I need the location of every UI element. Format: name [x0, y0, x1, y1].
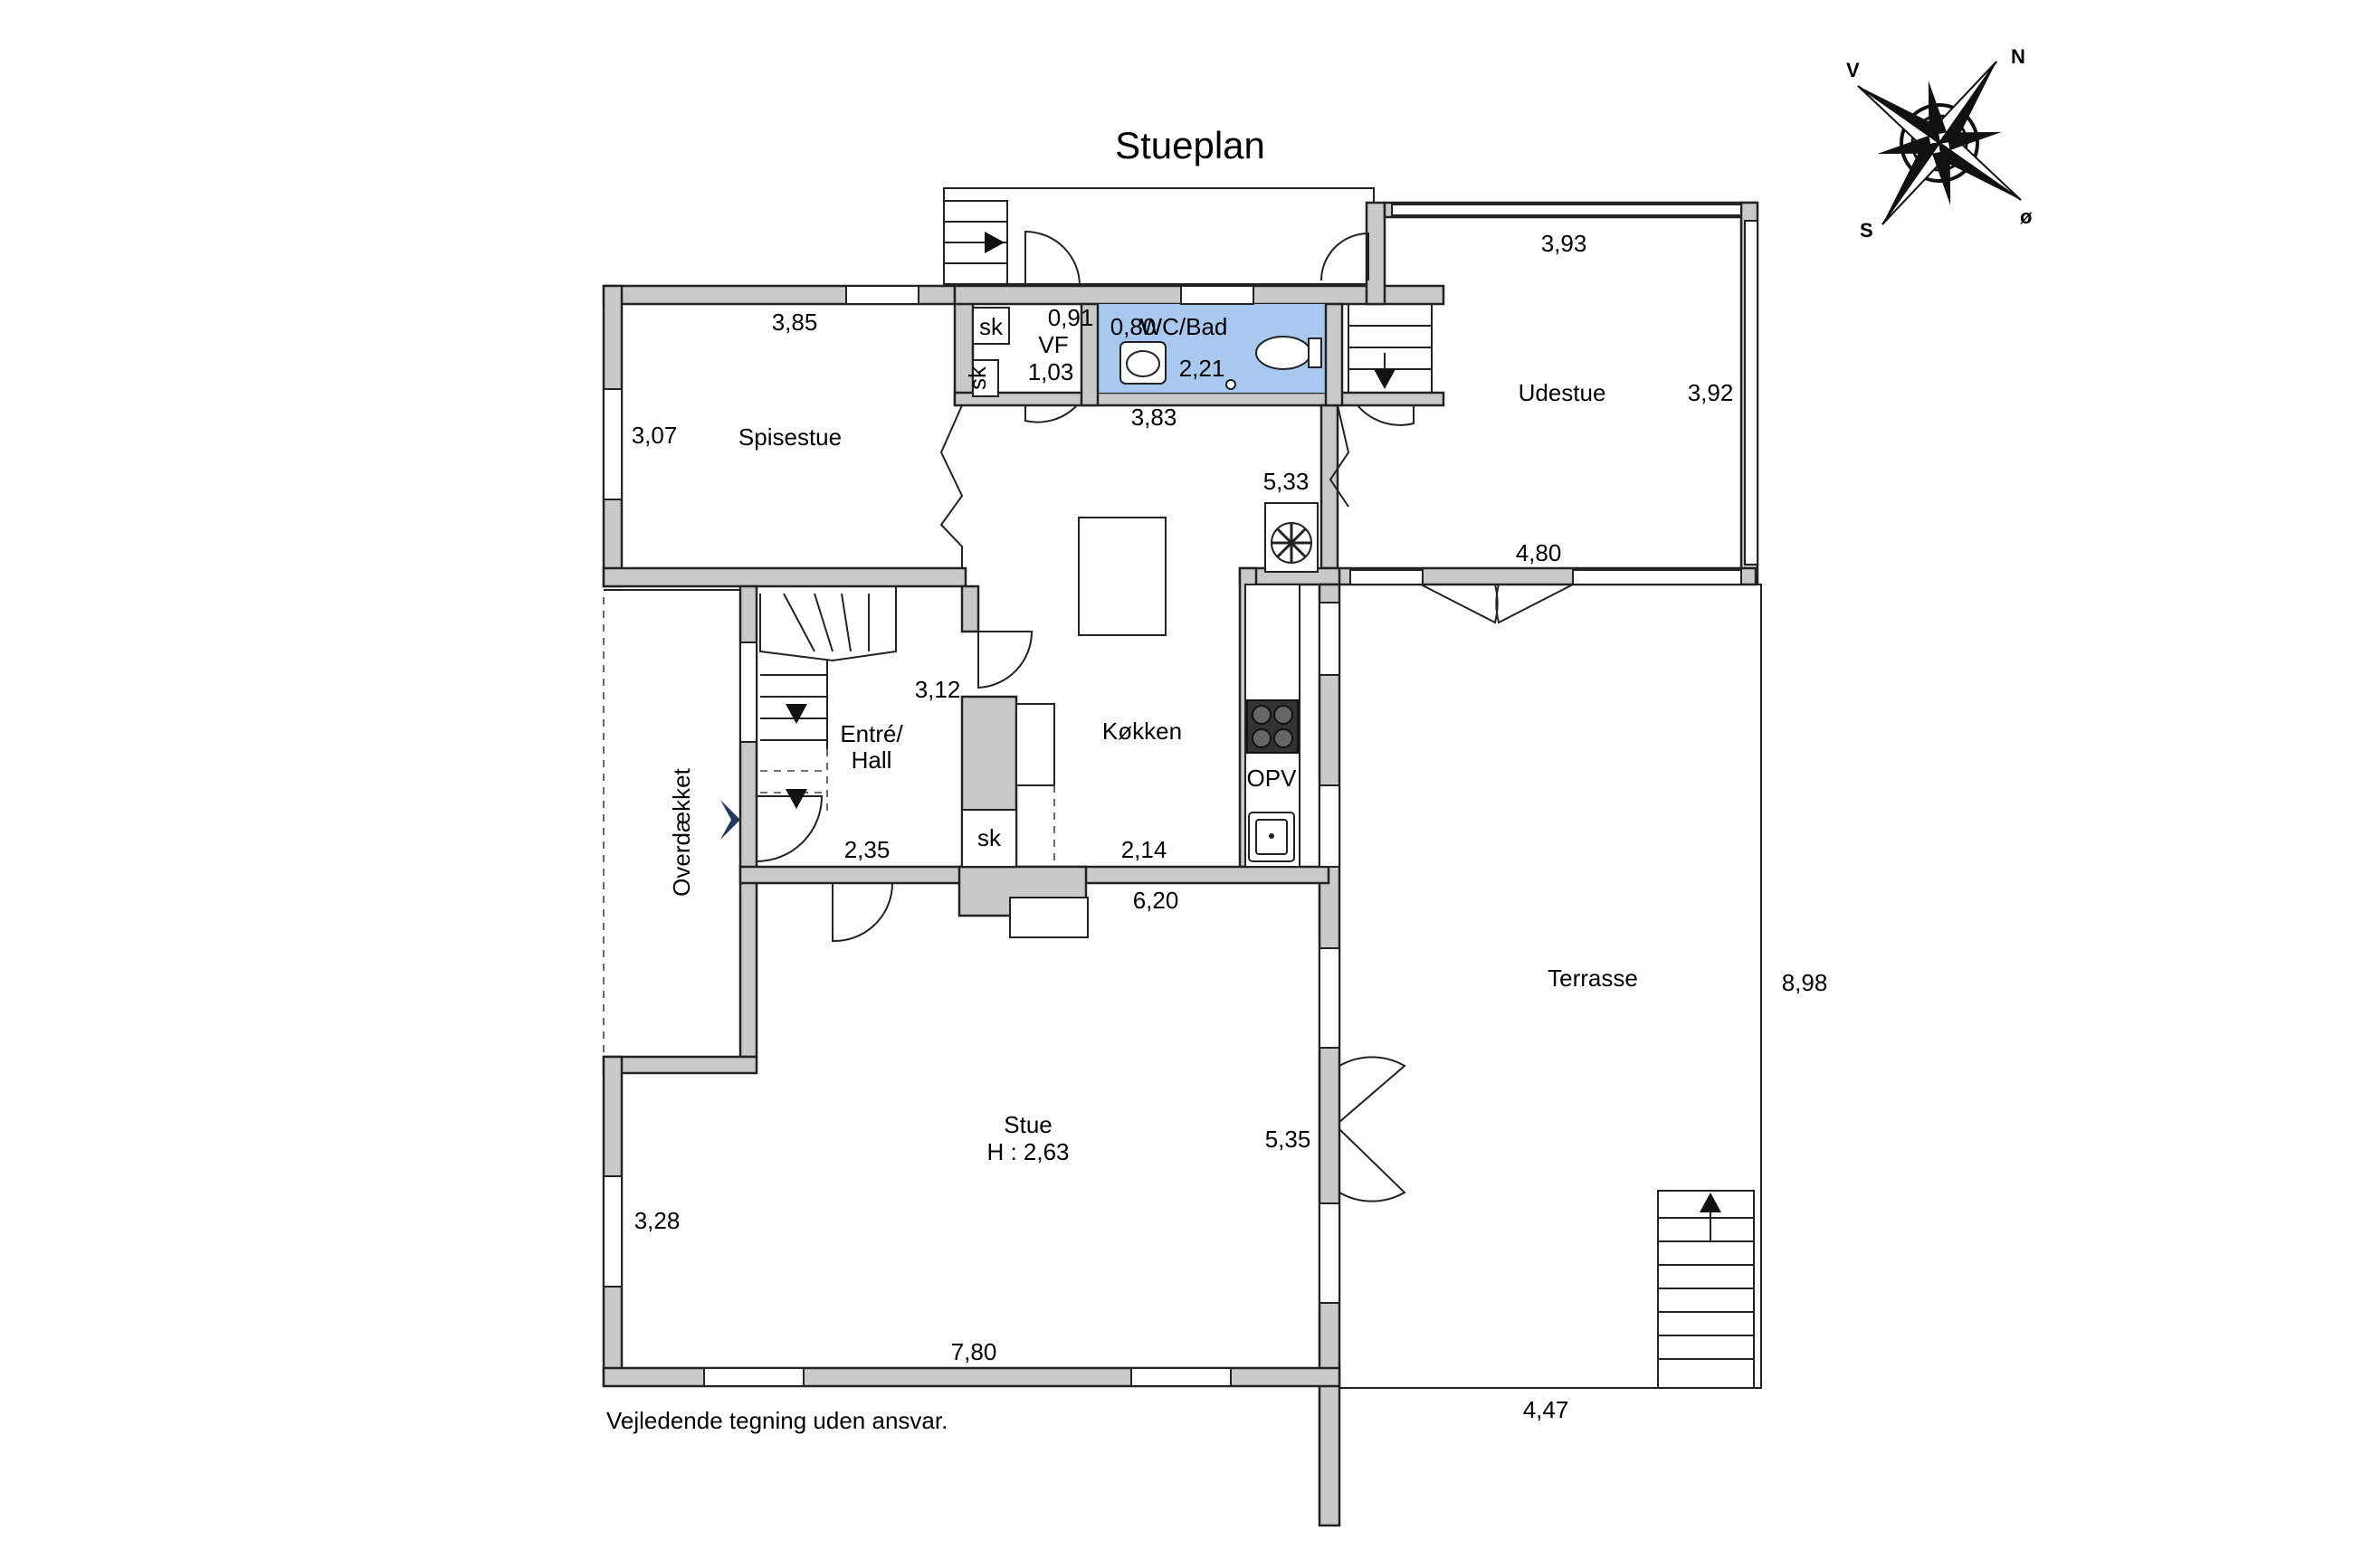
- dim-vf-width: 0,91: [1048, 304, 1094, 331]
- dim-stue-depth: 5,35: [1265, 1126, 1311, 1153]
- dim-spisestue-depth: 3,07: [632, 422, 678, 449]
- wc-wall-east: [1324, 302, 1344, 407]
- room-label-terrasse: Terrasse: [1548, 965, 1638, 992]
- dim-spisestue-width: 3,85: [772, 309, 818, 336]
- compass-rose-icon: [1857, 61, 2022, 225]
- cabinet-sk-1-label: sk: [979, 313, 1004, 340]
- dim-wc-width: 2,21: [1179, 355, 1225, 382]
- room-label-overdaekket: Overdækket: [668, 767, 695, 896]
- cabinet-sk-2: [972, 359, 999, 397]
- dim-udestue-bottom: 4,80: [1516, 539, 1562, 566]
- doors: [756, 230, 1574, 1202]
- room-label-udestue: Udestue: [1519, 379, 1606, 406]
- cabinet-sk-2-label: sk: [964, 366, 991, 390]
- dim-stue-width: 7,80: [951, 1338, 997, 1365]
- room-label-kokken: Køkken: [1102, 717, 1182, 745]
- dim-stue-west: 3,28: [634, 1207, 681, 1234]
- top-annex-outline: [943, 187, 1375, 285]
- cabinet-sk-3-label: sk: [977, 824, 1002, 851]
- floor-drain-icon: [1225, 379, 1236, 390]
- room-label-spisestue: Spisestue: [738, 423, 842, 451]
- fireplace-icon: [1009, 897, 1089, 938]
- washbasin-icon: [1119, 341, 1167, 385]
- room-label-wc-bad: WC/Bad: [1140, 313, 1228, 340]
- compass-west-label: V: [1846, 59, 1860, 81]
- toilet-icon: [1255, 336, 1322, 370]
- dim-kokken-width: 2,14: [1121, 836, 1167, 863]
- fridge-column: [1015, 703, 1055, 867]
- wc-wall-west: [1080, 302, 1100, 407]
- entrance-arrow-icon: [720, 800, 740, 840]
- compass-east-label: ø: [2020, 205, 2033, 228]
- covered-area: [603, 589, 740, 1058]
- dim-wc-depth: 0,80: [1110, 313, 1157, 340]
- room-label-entre-line2: Hall: [852, 746, 892, 774]
- dim-terrasse-depth: 8,98: [1782, 969, 1828, 996]
- terrace-stair: [1657, 1190, 1755, 1389]
- room-label-stue-line2: H : 2,63: [986, 1138, 1069, 1165]
- dim-stue-north: 6,20: [1133, 887, 1179, 914]
- dim-vf-depth: 1,03: [1028, 358, 1074, 385]
- kitchen-sink-icon: [1248, 812, 1295, 862]
- dim-kokken-hall-width: 3,83: [1131, 404, 1177, 431]
- room-label-entre-line1: Entré/: [840, 720, 903, 747]
- entre-stair: [759, 586, 897, 814]
- cabinet-sk-1: [972, 307, 1010, 345]
- cabinet-sk-3: [961, 809, 1017, 868]
- compass-north-label: N: [2011, 45, 2025, 68]
- dim-entre-width: 2,35: [844, 836, 891, 863]
- dim-entre-depth: 3,12: [915, 676, 961, 703]
- dim-terrasse-width: 4,47: [1523, 1396, 1569, 1423]
- hob-icon: [1246, 699, 1299, 754]
- kitchen-island: [1078, 517, 1167, 636]
- dim-udestue-depth: 3,92: [1688, 379, 1734, 406]
- room-label-vf: VF: [1038, 331, 1068, 358]
- udestue-entry-stair: [1348, 303, 1433, 394]
- compass-south-label: S: [1860, 219, 1873, 242]
- disclaimer-note: Vejledende tegning uden ansvar.: [606, 1407, 948, 1434]
- wood-stove-icon: [1264, 502, 1319, 573]
- windows: [603, 204, 1758, 1387]
- dim-kokken-depth: 5,33: [1263, 468, 1310, 495]
- dishwasher-label: OPV: [1247, 765, 1298, 792]
- dim-udestue-width: 3,93: [1541, 230, 1587, 257]
- plan-title: Stueplan: [1115, 124, 1265, 166]
- annex-stair: [943, 200, 1008, 285]
- room-label-stue-line1: Stue: [1004, 1111, 1053, 1138]
